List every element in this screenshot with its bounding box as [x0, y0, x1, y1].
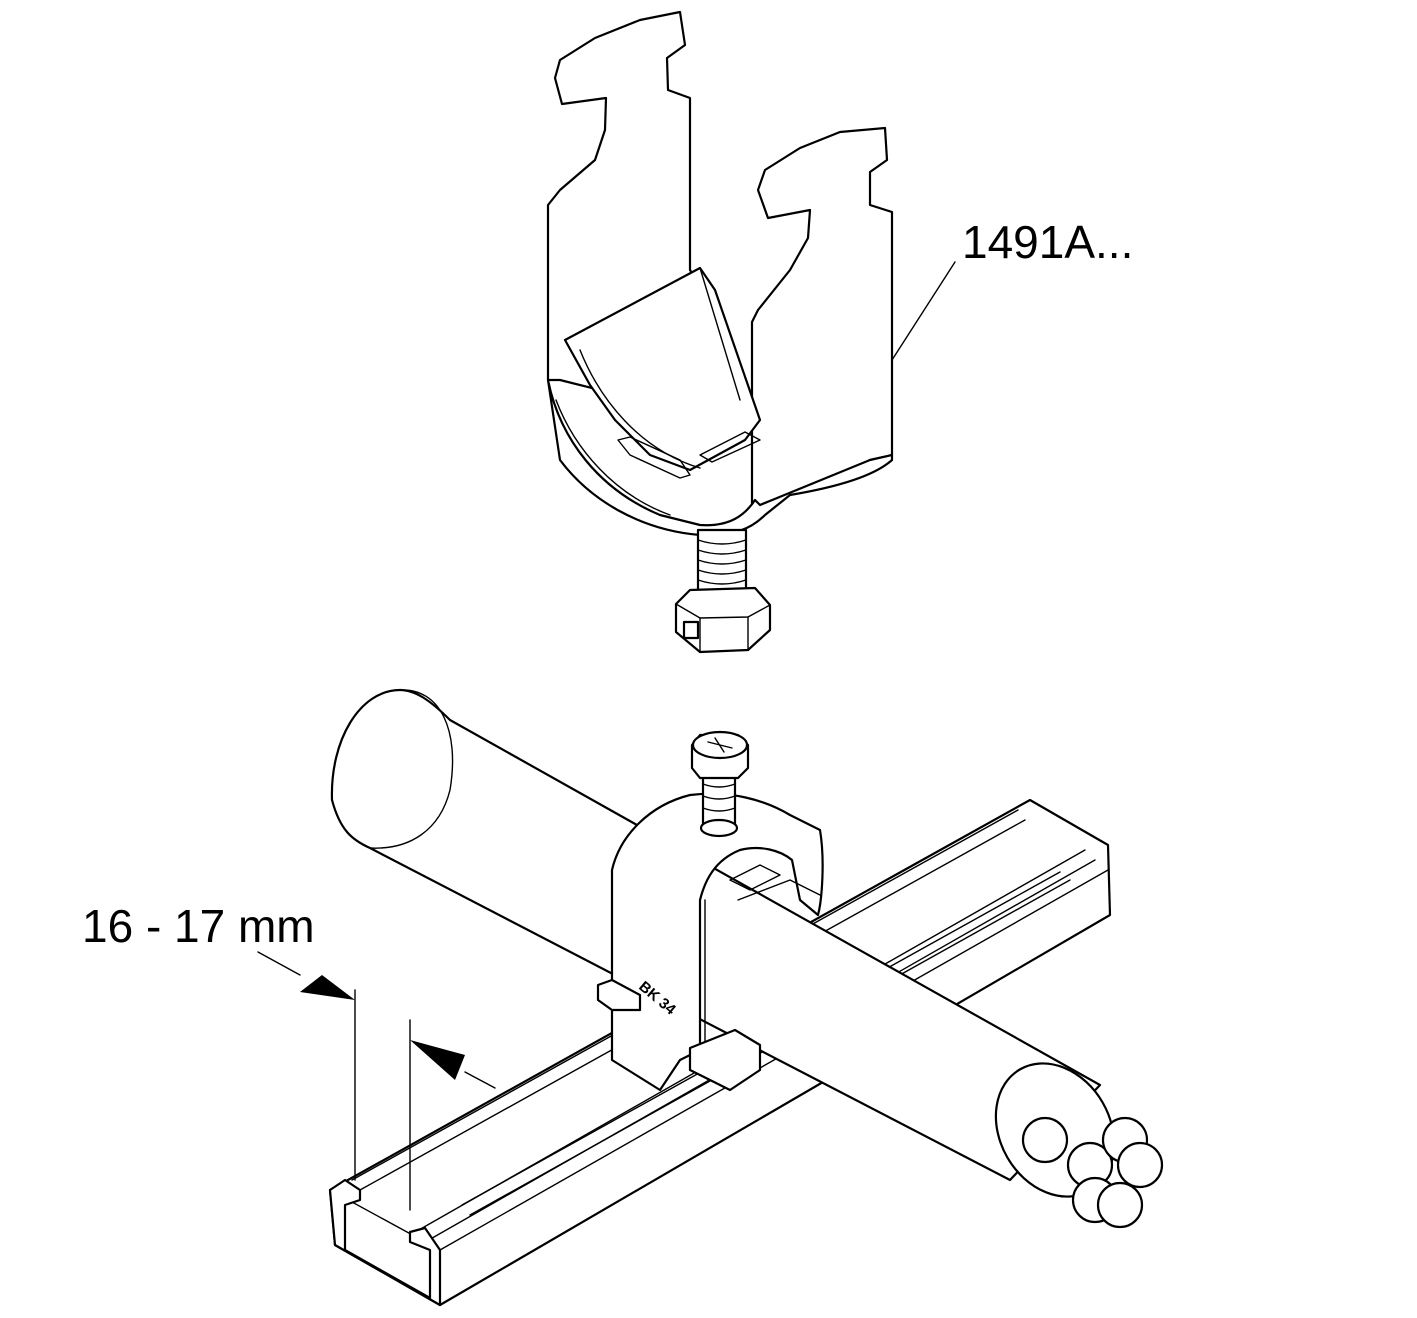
part-number-label: 1491A... — [962, 216, 1133, 268]
part-number-leader — [891, 261, 956, 361]
installed-clamp: BK 34 — [596, 730, 824, 1092]
dimension-annotation — [257, 951, 496, 1211]
hex-nut — [674, 586, 772, 654]
cable-clamp-1491a — [546, 10, 894, 654]
top-screw — [690, 730, 750, 838]
cable-cores — [1021, 1116, 1164, 1229]
dimension-label: 16 - 17 mm — [82, 900, 315, 952]
dimension-arrow-left — [300, 975, 355, 1000]
dimension-arrow-right — [410, 1040, 465, 1080]
cable — [330, 688, 1164, 1229]
